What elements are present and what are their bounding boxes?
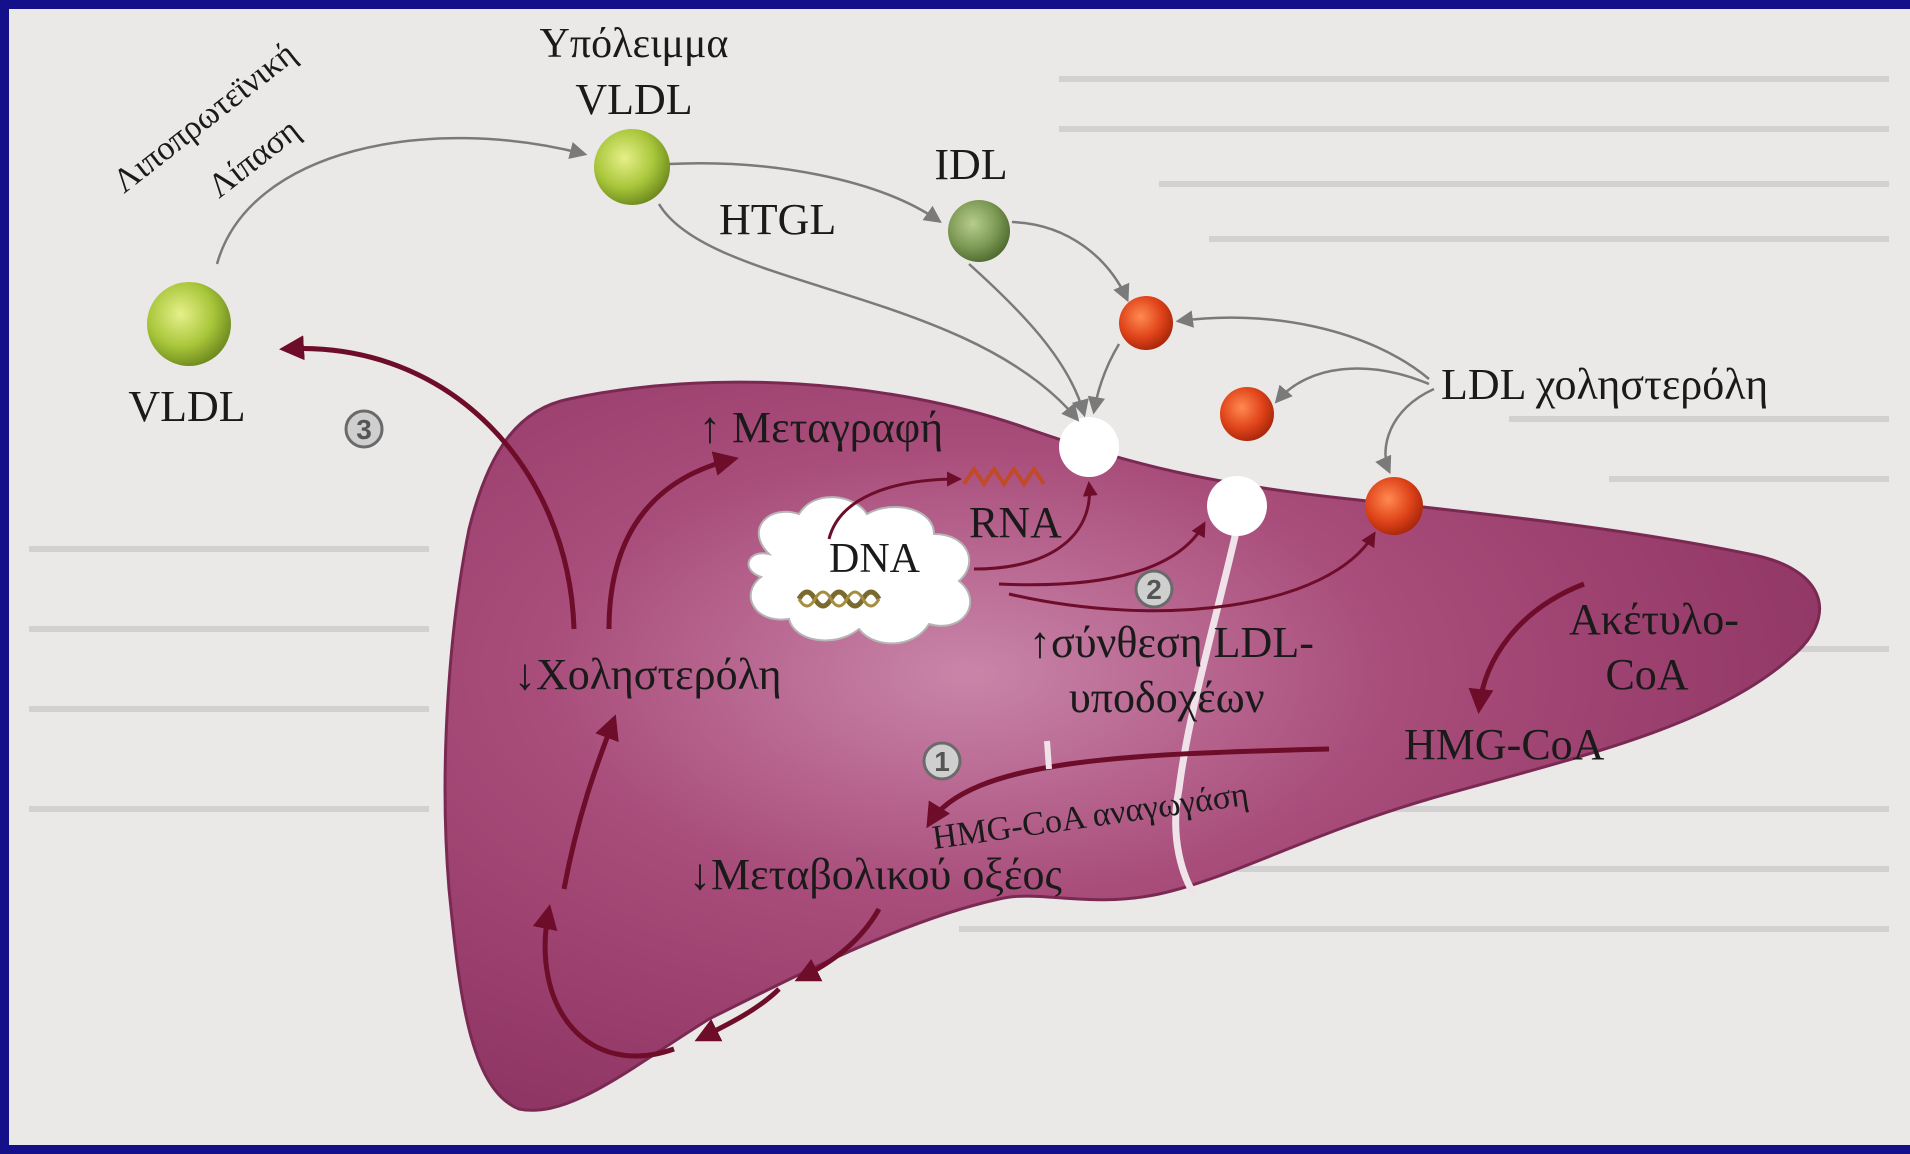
label-vldl-remnant-1: Υπόλειμμα [540,21,729,67]
liver [445,382,1819,1110]
svg-text:2: 2 [1146,574,1162,605]
label-ldl-cholesterol: LDL χοληστερόλη [1441,360,1768,409]
arrow-idl-to-ldl [1012,222,1127,299]
arrow-ldlchol-to-ldl2 [1277,369,1429,401]
ldl-receptor-2 [1207,476,1267,536]
ldl-particle-3 [1365,477,1423,535]
ldl-particle-1 [1119,296,1173,350]
label-hmg-coa: HMG-CoA [1404,720,1605,769]
ldl-particle-2 [1220,387,1274,441]
arrow-ldl1-to-receptor [1094,344,1119,411]
label-idl: IDL [934,140,1007,189]
vldl-particle [147,282,231,366]
idl-particle [948,200,1010,262]
svg-text:3: 3 [356,414,372,445]
label-mevalonic-acid-down: ↓Μεταβολικού οξέος [689,850,1062,899]
label-vldl-remnant-2: VLDL [575,75,692,124]
diagram-frame: 3 2 1 Λιποπρωτεϊνική Λίπαση Υπόλειμμα VL… [9,9,1910,1145]
arrow-ldlchol-to-ldl1 [1179,318,1429,379]
marker-1: 1 [924,743,960,779]
label-ldl-receptor-synthesis-2: υποδοχέων [1069,673,1265,722]
label-rna: RNA [969,498,1062,547]
marker-2: 2 [1136,571,1172,607]
label-acetyl-coa-2: CoA [1605,650,1688,699]
ldl-receptor-1 [1059,417,1119,477]
arrow-idl-to-receptor [969,264,1084,414]
label-transcription: ↑ Μεταγραφή [699,403,943,452]
label-cholesterol-down: ↓Χοληστερόλη [514,650,782,699]
liver-ldl-diagram: 3 2 1 Λιποπρωτεϊνική Λίπαση Υπόλειμμα VL… [9,9,1910,1145]
arrow-ldlchol-to-ldl3 [1385,389,1434,471]
inhibition-bar [1047,741,1049,769]
marker-3: 3 [346,411,382,447]
label-dna: DNA [829,536,921,582]
vldl-remnant-particle [594,129,670,205]
label-vldl: VLDL [128,382,245,431]
svg-text:1: 1 [934,746,950,777]
label-acetyl-coa-1: Ακέτυλο- [1569,595,1739,644]
label-htgl: HTGL [719,195,836,244]
label-ldl-receptor-synthesis-1: ↑σύνθεση LDL- [1029,618,1314,667]
